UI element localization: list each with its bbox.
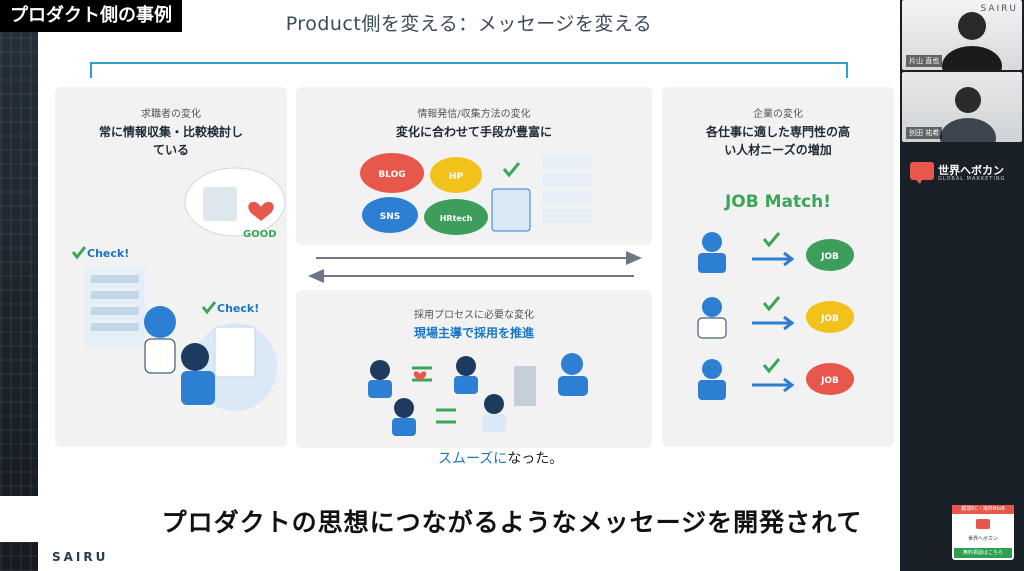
panel-heading: 現場主導で採用を推進	[413, 326, 534, 340]
panel-heading-line1: 常に情報収集・比較検討し	[98, 125, 243, 139]
bubble-sns: SNS	[380, 212, 401, 222]
slide-title: Product側を変える：メッセージを変える	[285, 13, 653, 35]
background-building	[0, 0, 40, 571]
panel-heading: 変化に合わせて手段が豊富に	[395, 125, 552, 139]
brand-logo-icon	[910, 162, 934, 184]
arrow-right	[316, 257, 634, 259]
arrow-right-head	[626, 251, 642, 265]
panel-info-channels: 情報発信/収集方法の変化 変化に合わせて手段が豊富に BLOG HP SNS H…	[296, 87, 652, 245]
promo-logo-icon	[976, 519, 990, 529]
panel-subtitle: 求職者の変化	[141, 109, 201, 120]
panel-subtitle: 採用プロセスに必要な変化	[414, 310, 534, 321]
promo-header: 越境EC・海外BtoB	[952, 505, 1014, 514]
promo-card[interactable]: 越境EC・海外BtoB 世界へボカン 無料相談はこちら	[952, 505, 1014, 560]
jobmatch-illustration: JOB Match! JOB JOB JOB	[697, 192, 854, 400]
video-tag: プロダクト側の事例	[0, 0, 182, 32]
good-label: GOOD	[243, 229, 277, 240]
footer-suffix: なった。	[507, 451, 564, 467]
job-bubble-1: JOB	[820, 252, 839, 262]
cam-logo: SAIRU	[980, 4, 1018, 14]
panel-heading-line2: ている	[152, 143, 189, 157]
check-label-2: Check!	[217, 302, 259, 315]
bubble-hp: HP	[449, 172, 464, 182]
speaker-video-1[interactable]: SAIRU 片山 直也	[902, 0, 1022, 70]
jobmatch-label: JOB Match!	[724, 192, 831, 212]
panel-company: 企業の変化 各仕事に適した専門性の高 い人材ニーズの増加 JOB Match! …	[662, 87, 894, 447]
panel-subtitle: 企業の変化	[753, 109, 803, 120]
jobseeker-illustration: GOOD Check! Check!	[71, 167, 286, 411]
speaker-1-silhouette	[942, 12, 1002, 70]
panel-hiring-process: 採用プロセスに必要な変化 現場主導で採用を推進	[296, 290, 652, 448]
job-bubble-3: JOB	[820, 376, 839, 386]
bubble-hrtech: HRtech	[440, 214, 473, 223]
bubble-blog: BLOG	[378, 170, 405, 180]
top-bracket	[90, 62, 848, 78]
brand-badge: 世界へボカン GLOBAL MARKETING	[908, 160, 1020, 186]
brand-name: 世界へボカン	[938, 164, 1004, 177]
hiring-illustration	[368, 353, 588, 436]
speaker-1-name: 片山 直也	[906, 55, 943, 67]
job-bubble-2: JOB	[820, 314, 839, 324]
brand-subtitle: GLOBAL MARKETING	[938, 176, 1006, 182]
slide: Product側を変える：メッセージを変える 求職者の変化 常に情報収集・比較検…	[38, 0, 900, 571]
speaker-2-silhouette	[940, 87, 996, 142]
speaker-2-name: 別田 祐希	[906, 127, 943, 139]
arrow-left-head	[308, 269, 324, 283]
promo-cta-button[interactable]: 無料相談はこちら	[954, 548, 1012, 558]
channels-illustration: BLOG HP SNS HRtech	[360, 153, 592, 235]
subtitle-text: プロダクトの思想につながるようなメッセージを開発されて	[161, 508, 863, 537]
check-label-1: Check!	[87, 247, 129, 260]
panel-heading-line2: い人材ニーズの増加	[724, 143, 832, 157]
panel-subtitle: 情報発信/収集方法の変化	[417, 109, 531, 120]
arrow-left	[316, 275, 634, 277]
speaker-video-2[interactable]: 別田 祐希	[902, 72, 1022, 142]
subtitle-bar	[0, 496, 1024, 542]
slide-logo: SAIRU	[52, 550, 109, 564]
panel-heading-line1: 各仕事に適した専門性の高	[705, 125, 850, 139]
footer-highlight: スムーズに	[438, 451, 508, 467]
panel-jobseeker: 求職者の変化 常に情報収集・比較検討し ている GOOD Check! Chec…	[55, 87, 287, 447]
slide-footer-text: スムーズになった。	[438, 448, 563, 468]
promo-brand: 世界へボカン	[967, 536, 998, 542]
